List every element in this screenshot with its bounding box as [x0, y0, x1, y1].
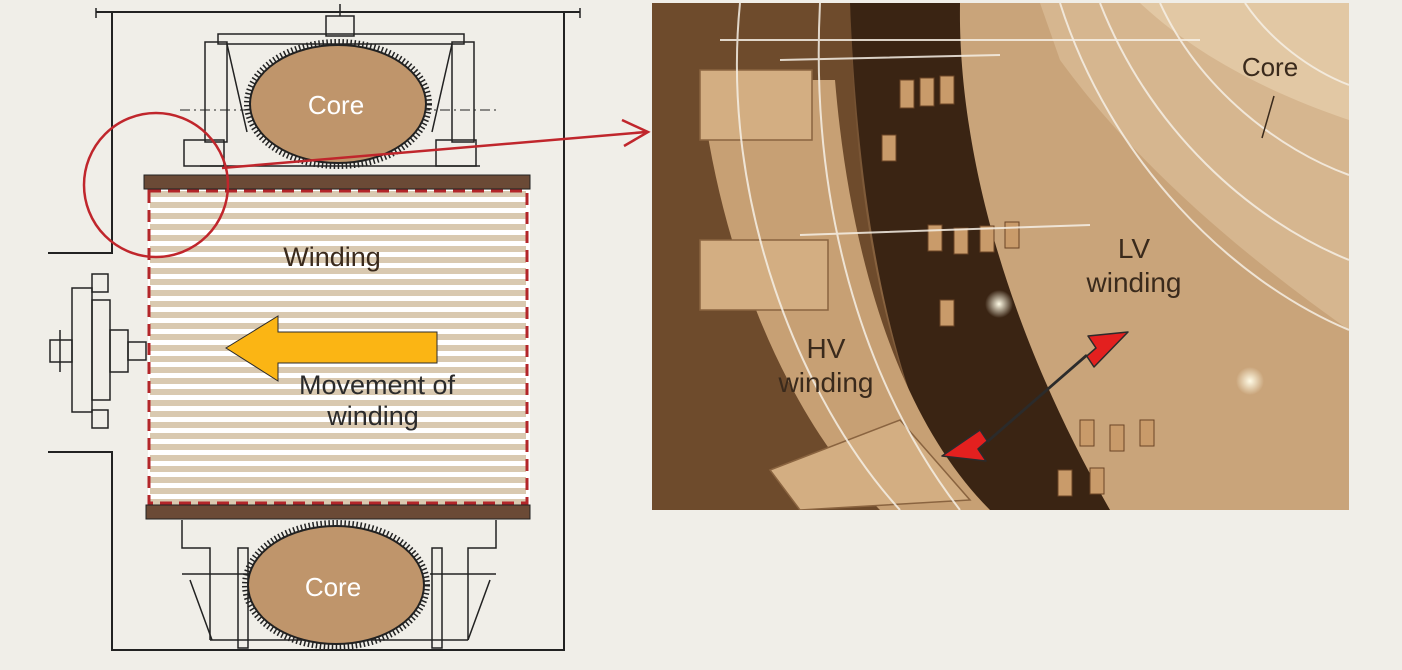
winding-layer-stripe — [150, 312, 526, 318]
winding-layer-stripe — [150, 389, 526, 395]
photo-hv-label-line1: HV — [807, 333, 846, 364]
winding-layers — [150, 191, 526, 505]
winding-layer-stripe — [150, 279, 526, 285]
winding-layer-stripe — [150, 411, 526, 417]
photo-hv-label-line2: winding — [778, 367, 874, 398]
bottom-clamp-plate — [145, 504, 531, 520]
movement-arrow — [225, 315, 438, 382]
bottom-support-frame — [181, 520, 497, 649]
top-support-frame — [180, 4, 500, 167]
winding-photo — [652, 3, 1349, 510]
winding-layer-stripe — [150, 488, 526, 494]
winding-layer-stripe — [150, 246, 526, 252]
winding-label: Winding — [283, 242, 381, 272]
winding-layer-stripe — [150, 202, 526, 208]
winding-boundary — [147, 189, 529, 505]
detail-connector-arrow — [221, 118, 651, 170]
winding-layer-stripe — [150, 235, 526, 241]
core-bottom: Core — [242, 520, 430, 650]
movement-label-line2: winding — [326, 401, 419, 431]
core-top-label: Core — [308, 90, 364, 120]
winding-layer-stripe — [150, 213, 526, 219]
photo-lv-label-line1: LV — [1118, 233, 1150, 264]
winding-layer-stripe — [150, 301, 526, 307]
winding-layer-stripe — [150, 378, 526, 384]
cross-section-drawing — [48, 4, 581, 651]
winding-layer-stripe — [150, 191, 526, 197]
tank-outline — [48, 11, 580, 651]
top-clamp-plate — [143, 174, 531, 190]
winding-layer-stripe — [150, 477, 526, 483]
winding-layer-stripe — [150, 422, 526, 428]
photo-lv-label-line2: winding — [1086, 267, 1182, 298]
winding-layer-stripe — [150, 400, 526, 406]
core-top: Core — [244, 39, 432, 169]
winding-layer-stripe — [150, 257, 526, 263]
winding-layer-stripe — [150, 444, 526, 450]
photo-core-label: Core — [1242, 52, 1298, 82]
winding-layer-stripe — [150, 268, 526, 274]
detail-highlight-circle — [82, 111, 230, 259]
winding-layer-stripe — [150, 367, 526, 373]
movement-label-line1: Movement of — [299, 370, 456, 400]
gap-double-arrow — [941, 331, 1129, 462]
photo-core-pointer — [1261, 95, 1275, 139]
winding-layer-stripe — [150, 224, 526, 230]
winding-layer-stripe — [150, 455, 526, 461]
core-bottom-label: Core — [305, 572, 361, 602]
winding-layer-stripe — [150, 323, 526, 329]
winding-layer-stripe — [150, 433, 526, 439]
winding-layer-stripe — [150, 290, 526, 296]
winding-layer-stripe — [150, 466, 526, 472]
side-flange — [49, 273, 147, 429]
